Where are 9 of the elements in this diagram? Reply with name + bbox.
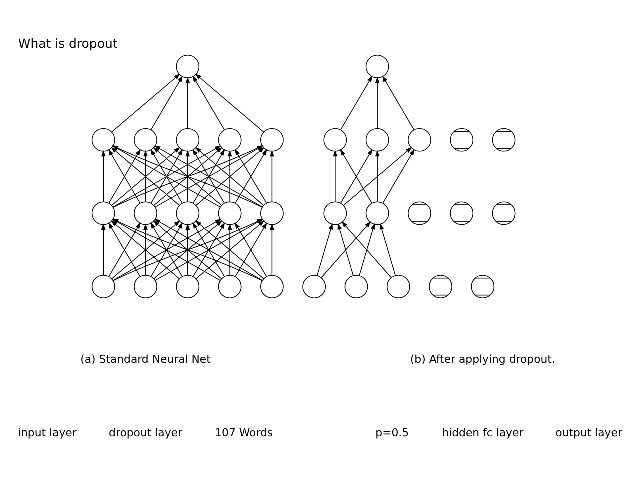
diagram-title: What is dropout — [18, 36, 118, 52]
label: output layer — [556, 426, 622, 440]
label: input layer — [18, 426, 77, 440]
label: dropout layer — [109, 426, 182, 440]
label: p=0.5 — [376, 426, 410, 440]
label: 107 Words — [215, 426, 274, 440]
label: (b) After applying dropout. — [410, 353, 556, 366]
label: (a) Standard Neural Net — [80, 353, 211, 366]
label: hidden fc layer — [442, 426, 524, 440]
